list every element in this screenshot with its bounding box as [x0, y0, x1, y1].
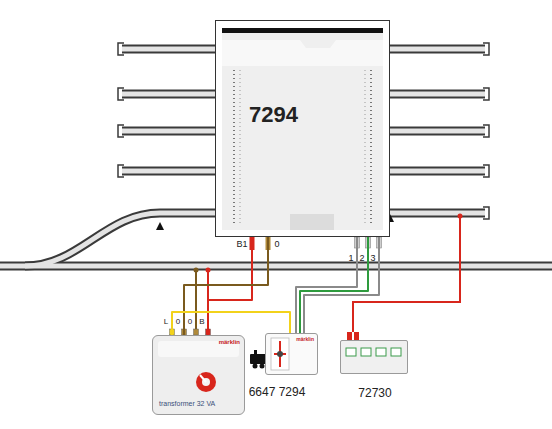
pin-number: 1 [348, 254, 353, 264]
part-number: 6647 [249, 386, 276, 399]
transformer-box: märklin transformer 32 VA [152, 335, 245, 415]
terminal-label: 0 [274, 240, 279, 250]
module-illustration [215, 20, 390, 250]
wire [296, 237, 357, 333]
brand-name: märklin [296, 337, 314, 343]
wire [172, 312, 290, 335]
track-feed-wires [194, 214, 463, 333]
wire [304, 237, 379, 333]
control-illustration [265, 333, 318, 375]
transformer-name: transformer 32 VA [159, 400, 215, 408]
pin-number: 2 [359, 254, 364, 264]
terminal-label: 0 [188, 318, 192, 327]
wire [184, 237, 268, 335]
transformer-illustration [152, 329, 245, 415]
brand-name: märklin [219, 339, 240, 346]
terminal-label: B1 [236, 240, 247, 250]
wire [300, 237, 368, 333]
switch-panel-illustration [340, 332, 408, 374]
switch-panel: 72730 [340, 340, 408, 374]
terminal-label: B [199, 318, 204, 327]
part-number: 72730 [358, 387, 391, 400]
part-number: 7294 [279, 386, 306, 399]
terminal-label: L [164, 318, 168, 327]
contact-marker [156, 222, 164, 230]
pin-number: 3 [370, 254, 375, 264]
control-box: märklin7294 [265, 333, 318, 375]
module-number: 7294 [249, 103, 298, 127]
terminal-label: 0 [176, 318, 180, 327]
interface-module: 7294 [215, 20, 390, 237]
